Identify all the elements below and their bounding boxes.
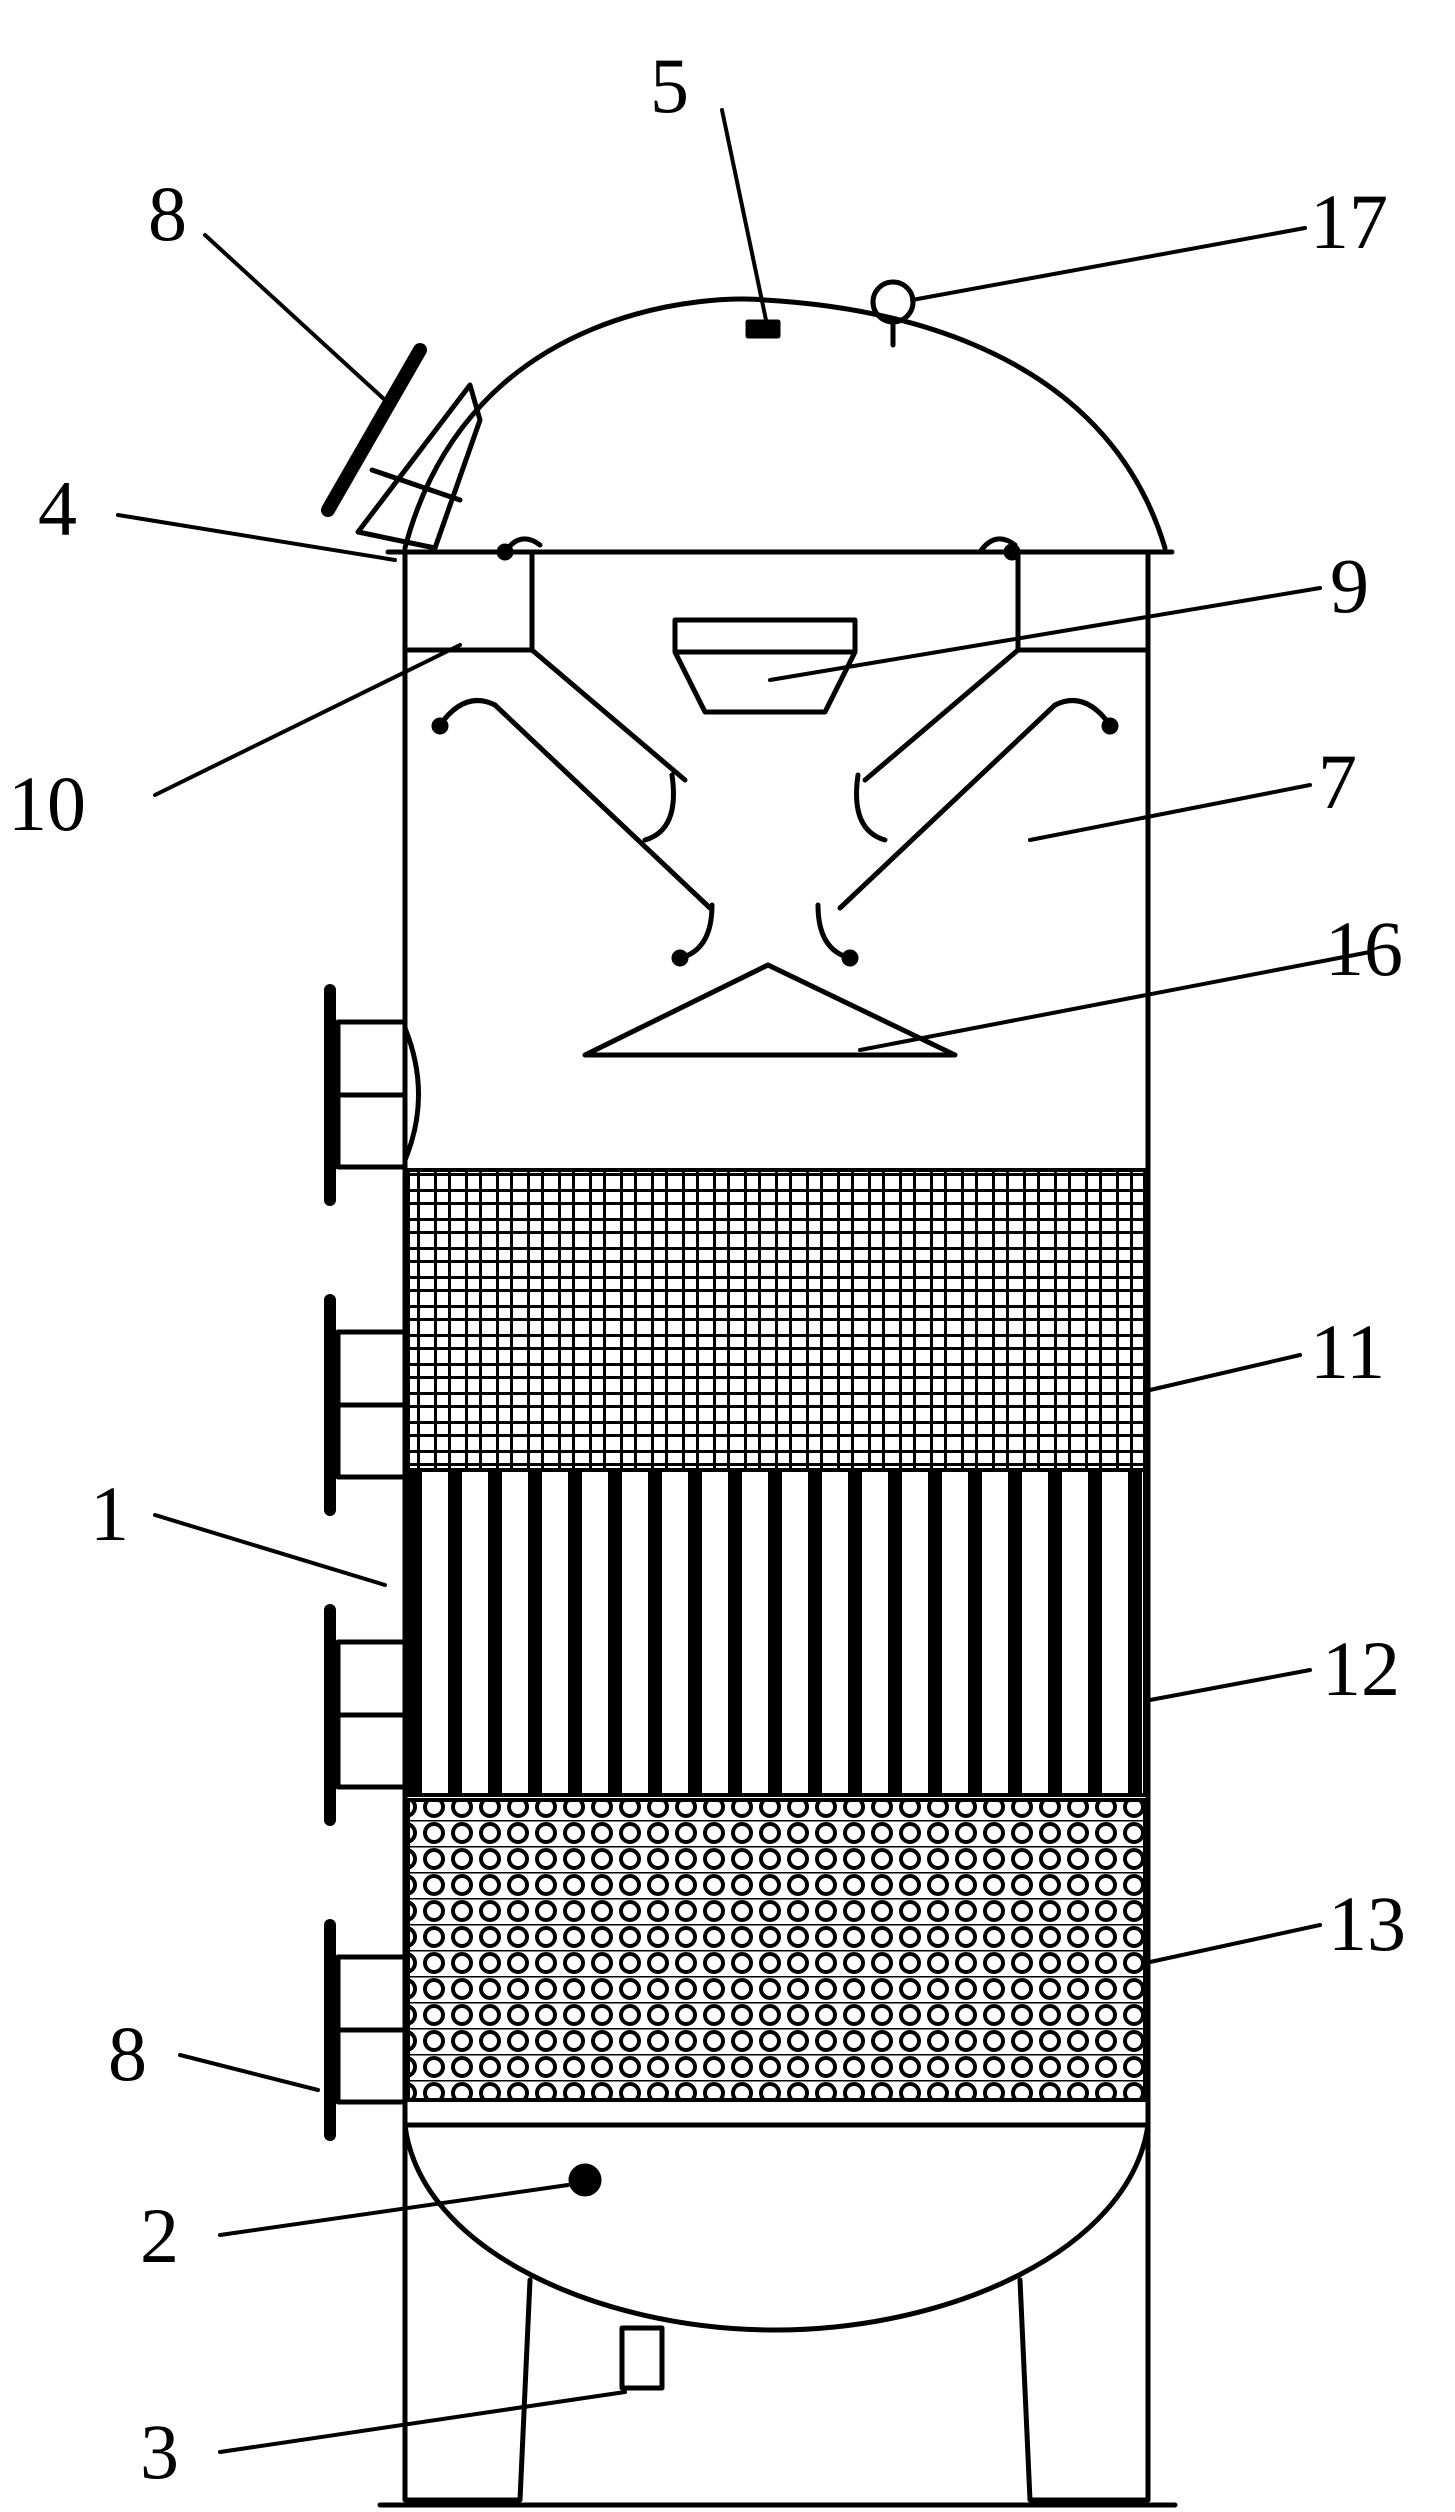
side-nozzle-2 xyxy=(324,1294,408,1516)
callout-3: 3 xyxy=(140,2408,179,2495)
callout-5: 5 xyxy=(650,42,689,129)
callout-1: 1 xyxy=(90,1470,129,1557)
support-leg-right xyxy=(1017,2122,1151,2503)
callout-4: 4 xyxy=(38,465,77,552)
support-leg-left xyxy=(402,2122,533,2503)
callout-labels: 5 17 8 4 9 10 7 16 11 1 12 13 8 2 3 xyxy=(8,42,1406,2495)
top-manhole xyxy=(321,343,483,551)
callout-17: 17 xyxy=(1310,178,1388,265)
tube-bundle-layer xyxy=(406,1468,1147,1797)
bottom-sensor-icon xyxy=(568,2163,602,2197)
drain-outlet xyxy=(619,2325,665,2391)
top-dome xyxy=(402,296,1168,551)
callout-7: 7 xyxy=(1318,738,1357,825)
spray-nozzle xyxy=(672,617,858,715)
callout-8-top: 8 xyxy=(148,170,187,257)
side-nozzle-1 xyxy=(324,984,421,1206)
callout-11: 11 xyxy=(1310,1308,1385,1395)
deflector-cone xyxy=(582,962,958,1058)
bottom-dome xyxy=(402,2122,1151,2333)
internal-chamber xyxy=(402,536,1151,967)
top-vent xyxy=(745,319,781,339)
callout-8-bottom: 8 xyxy=(108,2010,147,2097)
grid-packing-layer xyxy=(406,1168,1147,1472)
callout-13: 13 xyxy=(1328,1880,1406,1967)
side-nozzle-4 xyxy=(324,1919,408,2141)
callout-2: 2 xyxy=(140,2192,179,2279)
side-nozzle-3 xyxy=(324,1604,421,1826)
callout-10: 10 xyxy=(8,760,86,847)
callout-16: 16 xyxy=(1325,905,1403,992)
leader-lines xyxy=(116,108,1372,2454)
ring-packing-layer xyxy=(406,1798,1147,2102)
callout-12: 12 xyxy=(1322,1625,1400,1712)
callout-9: 9 xyxy=(1330,542,1369,629)
